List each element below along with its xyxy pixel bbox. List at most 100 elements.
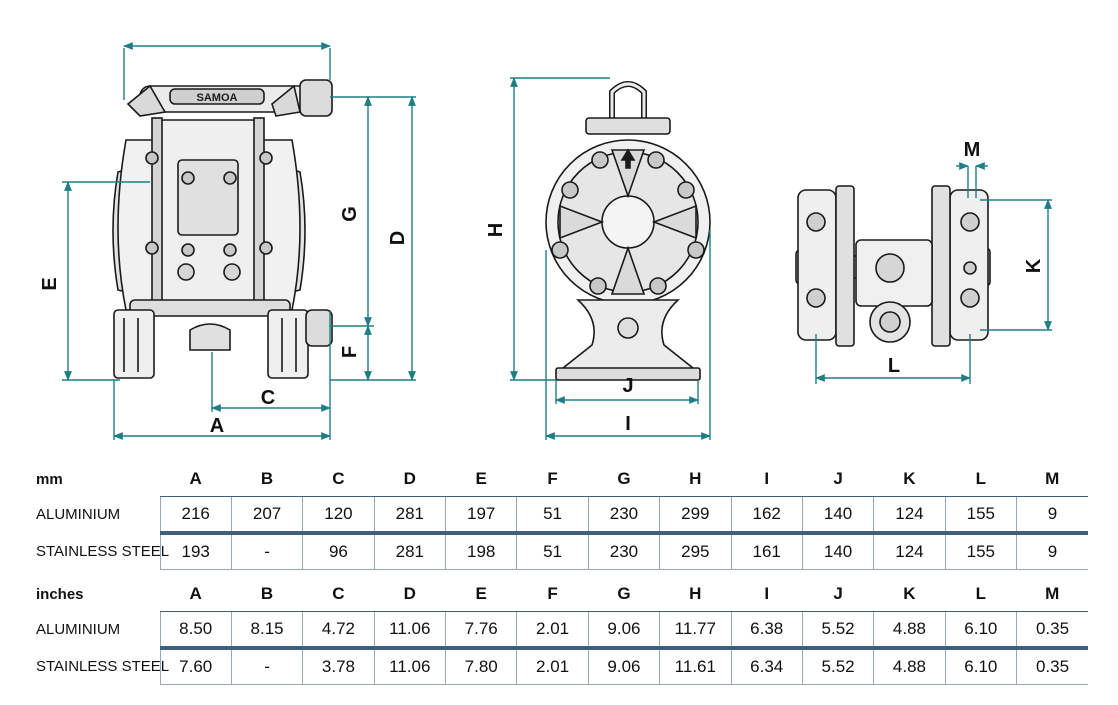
top-view	[795, 185, 991, 347]
side-view	[545, 81, 711, 381]
col-header: L	[945, 577, 1017, 612]
unit-label-mm: mm	[36, 470, 63, 488]
col-header: I	[731, 577, 803, 612]
dim-label-k: K	[1023, 258, 1045, 273]
dimension-lines	[62, 42, 1052, 440]
col-header: E	[445, 577, 517, 612]
table-cell: 140	[801, 533, 874, 570]
table-cell: 51	[516, 496, 589, 535]
front-view: SAMOA	[112, 79, 333, 379]
table-cell: 6.10	[944, 611, 1017, 650]
col-header: K	[873, 462, 946, 497]
dim-label-d: D	[387, 231, 409, 245]
table-cell: 7.76	[444, 611, 517, 650]
table-cell: 140	[801, 496, 874, 535]
table-cell: 11.61	[659, 648, 731, 685]
table-row: ALUMINIUM 216 207 120 281 197 51 230 299…	[30, 496, 1088, 535]
col-header: B	[231, 577, 303, 612]
table-cell: 4.72	[302, 611, 375, 650]
table-cell: 155	[944, 533, 1017, 570]
col-header: A	[160, 462, 232, 497]
col-header: G	[588, 462, 660, 497]
dim-label-m: M	[964, 139, 981, 161]
dim-label-g: G	[339, 206, 361, 222]
col-header: M	[1016, 577, 1088, 612]
table-cell: 230	[587, 496, 660, 535]
table-row: ALUMINIUM 8.50 8.15 4.72 11.06 7.76 2.01…	[30, 611, 1088, 650]
table-cell: 11.06	[373, 648, 446, 685]
table-cell: 198	[444, 533, 517, 570]
table-cell: 96	[302, 533, 375, 570]
col-header: F	[516, 462, 589, 497]
table-cell: 7.80	[444, 648, 517, 685]
table-cell: 124	[873, 496, 946, 535]
table-cell: 295	[659, 533, 731, 570]
dim-label-l: L	[888, 355, 900, 377]
col-header: M	[1016, 462, 1088, 497]
table-cell: 5.52	[801, 611, 874, 650]
spec-table-mm: mm A B C D E F G H I J K L M ALUMINIUM 2…	[30, 462, 1088, 570]
row-label: STAINLESS STEEL	[36, 657, 170, 675]
table-cell: 7.60	[159, 648, 232, 685]
table-cell: 3.78	[302, 648, 375, 685]
table-cell: 8.50	[159, 611, 232, 650]
col-header: L	[945, 462, 1017, 497]
table-cell: 8.15	[230, 611, 303, 650]
col-header: D	[374, 462, 446, 497]
dim-label-f: F	[339, 346, 361, 358]
col-header: H	[659, 462, 731, 497]
col-header: J	[802, 577, 874, 612]
table-cell: 11.77	[659, 611, 731, 650]
table-row: STAINLESS STEEL 7.60 - 3.78 11.06 7.80 2…	[30, 648, 1088, 685]
col-header: C	[302, 462, 375, 497]
table-cell: 11.06	[373, 611, 446, 650]
col-header: A	[160, 577, 232, 612]
col-header: D	[374, 577, 446, 612]
table-cell: 9.06	[587, 611, 660, 650]
table-cell: 0.35	[1016, 648, 1088, 685]
table-cell: 6.10	[944, 648, 1017, 685]
table-cell: 155	[944, 496, 1017, 535]
col-header: J	[802, 462, 874, 497]
table-cell: 0.35	[1016, 611, 1088, 650]
table-cell: -	[230, 533, 303, 570]
table-cell: 299	[659, 496, 731, 535]
dim-label-e: E	[39, 277, 61, 290]
col-header: C	[302, 577, 375, 612]
table-cell: 51	[516, 533, 589, 570]
table-cell: 230	[587, 533, 660, 570]
row-label: STAINLESS STEEL	[36, 542, 170, 560]
col-header: H	[659, 577, 731, 612]
col-header: B	[231, 462, 303, 497]
dim-label-j: J	[622, 375, 633, 397]
table-cell: -	[230, 648, 303, 685]
dimension-labels: A C E G D F H J I K L M	[39, 139, 1045, 437]
row-label: ALUMINIUM	[36, 621, 121, 639]
table-cell: 162	[730, 496, 803, 535]
table-cell: 161	[730, 533, 803, 570]
spec-tables: mm A B C D E F G H I J K L M ALUMINIUM 2…	[0, 460, 1118, 705]
table-row: STAINLESS STEEL 193 - 96 281 198 51 230 …	[30, 533, 1088, 570]
dim-label-c: C	[261, 387, 275, 409]
dim-label-a: A	[210, 415, 224, 437]
col-header: G	[588, 577, 660, 612]
table-cell: 9.06	[587, 648, 660, 685]
table-cell: 9	[1016, 533, 1088, 570]
table-cell: 216	[159, 496, 232, 535]
table-cell: 193	[159, 533, 232, 570]
brand-plate-text: SAMOA	[197, 92, 238, 104]
table-cell: 281	[373, 533, 446, 570]
table-cell: 2.01	[516, 611, 589, 650]
pump-dimension-drawing: SAMOA	[39, 42, 1052, 440]
table-cell: 6.38	[730, 611, 803, 650]
table-cell: 6.34	[730, 648, 803, 685]
col-header: F	[516, 577, 589, 612]
col-header: I	[731, 462, 803, 497]
row-label: ALUMINIUM	[36, 506, 121, 524]
table-cell: 4.88	[873, 648, 946, 685]
table-cell: 9	[1016, 496, 1088, 535]
dim-label-h: H	[485, 223, 507, 237]
table-cell: 124	[873, 533, 946, 570]
spec-table-inches: inches A B C D E F G H I J K L M ALUMINI…	[30, 577, 1088, 685]
table-cell: 281	[373, 496, 446, 535]
